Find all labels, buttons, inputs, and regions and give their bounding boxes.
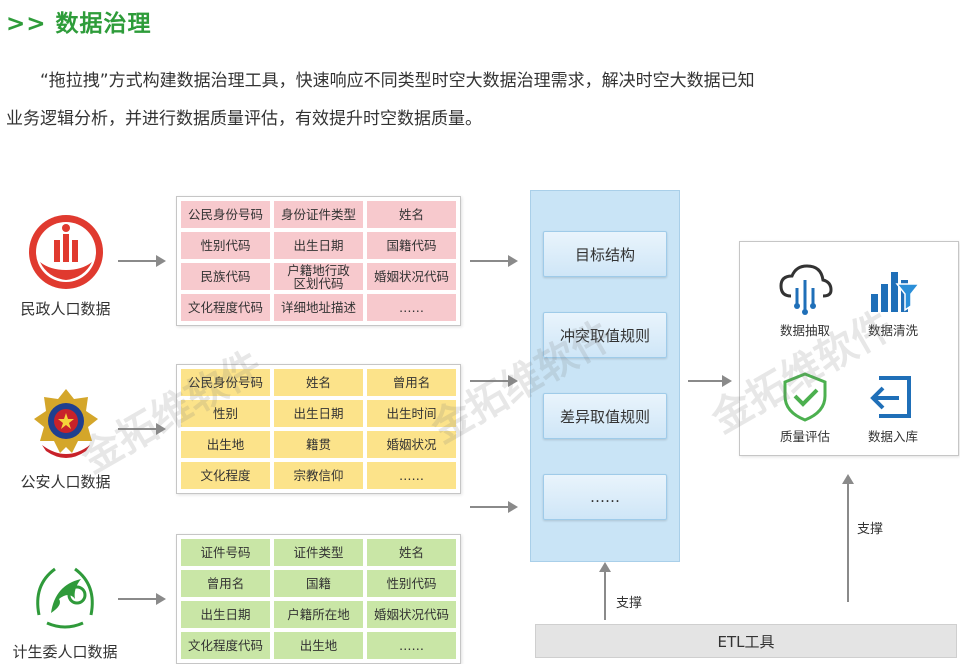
field-cell: 性别代码 <box>181 232 270 259</box>
rule-more: …… <box>543 474 667 520</box>
field-cell: 婚姻状况代码 <box>367 263 456 290</box>
field-cell: 性别 <box>181 400 270 427</box>
arrow-right <box>470 501 518 513</box>
field-cell: 姓名 <box>367 539 456 566</box>
field-cell: 国籍代码 <box>367 232 456 259</box>
field-cell: 性别代码 <box>367 570 456 597</box>
arrow-up <box>842 474 854 602</box>
field-cell: 婚姻状况代码 <box>367 601 456 628</box>
import-arrow-icon <box>870 376 911 418</box>
field-cell: 户籍地行政区划代码 <box>274 263 363 290</box>
field-cell: 婚姻状况 <box>367 431 456 458</box>
shield-check-icon <box>783 372 827 422</box>
rule-difference-value: 差异取值规则 <box>543 393 667 439</box>
field-cell: 证件类型 <box>274 539 363 566</box>
arrow-right <box>118 255 166 267</box>
field-cell: 曾用名 <box>367 369 456 396</box>
field-cell: 户籍所在地 <box>274 601 363 628</box>
intro-line-1: “拖拉拽”方式构建数据治理工具，快速响应不同类型时空大数据治理需求，解决时空大数… <box>40 71 755 91</box>
field-cell: …… <box>367 294 456 321</box>
rule-conflict-value: 冲突取值规则 <box>543 312 667 358</box>
support-label-center: 支撑 <box>616 596 643 611</box>
field-cell: 出生日期 <box>181 601 270 628</box>
field-grid-police: 公民身份号码 姓名 曾用名 性别 出生日期 出生时间 出生地 籍贯 婚姻状况 文… <box>176 364 461 494</box>
field-cell: …… <box>367 632 456 659</box>
intro-paragraph: “拖拉拽”方式构建数据治理工具，快速响应不同类型时空大数据治理需求，解决时空大数… <box>6 62 951 138</box>
field-cell: 公民身份号码 <box>181 201 270 228</box>
field-cell: 详细地址描述 <box>274 294 363 321</box>
arrow-right <box>470 255 518 267</box>
field-cell: 民族代码 <box>181 263 270 290</box>
field-cell: 出生日期 <box>274 232 363 259</box>
support-label-tools: 支撑 <box>857 522 884 537</box>
field-cell: 姓名 <box>367 201 456 228</box>
tool-extract: 数据抽取 <box>760 264 850 339</box>
source-name: 公安人口数据 <box>20 473 111 491</box>
field-cell: 曾用名 <box>181 570 270 597</box>
rule-target-structure: 目标结构 <box>543 231 667 277</box>
source-name: 计生委人口数据 <box>12 643 118 661</box>
arrow-right <box>688 375 732 387</box>
tool-label: 数据入库 <box>867 429 918 444</box>
field-cell: 宗教信仰 <box>274 462 363 489</box>
field-cell: 姓名 <box>274 369 363 396</box>
field-cell: 籍贯 <box>274 431 363 458</box>
tool-clean: 数据清洗 <box>848 264 938 339</box>
source-family-planning: 计生委人口数据 <box>0 555 130 662</box>
source-name: 民政人口数据 <box>20 300 111 318</box>
field-cell: 身份证件类型 <box>274 201 363 228</box>
page-title: >> 数据治理 <box>6 11 152 37</box>
field-cell: 文化程度代码 <box>181 294 270 321</box>
tool-label: 数据抽取 <box>779 323 830 338</box>
bar-filter-icon <box>871 272 921 312</box>
cloud-extract-icon <box>779 264 833 315</box>
etl-tool-bar: ETL工具 <box>535 624 957 658</box>
field-cell: 文化程度 <box>181 462 270 489</box>
tool-label: 质量评估 <box>779 429 830 444</box>
arrow-right <box>118 423 166 435</box>
field-cell: 文化程度代码 <box>181 632 270 659</box>
field-cell: 出生时间 <box>367 400 456 427</box>
tool-label: 数据清洗 <box>867 323 918 338</box>
police-emblem-icon <box>26 385 106 465</box>
field-cell: 国籍 <box>274 570 363 597</box>
source-civil-affairs: 民政人口数据 <box>8 212 123 319</box>
tools-panel: 数据抽取 数据清洗 质量评估 数据入库 <box>739 241 959 456</box>
civil-affairs-emblem-icon <box>26 212 106 292</box>
source-police: 公安人口数据 <box>8 385 123 492</box>
arrow-right <box>118 593 166 605</box>
tool-quality: 质量评估 <box>760 370 850 445</box>
tool-import: 数据入库 <box>848 370 938 445</box>
field-cell: 出生日期 <box>274 400 363 427</box>
arrow-up <box>599 562 611 620</box>
family-planning-logo-icon <box>25 555 105 635</box>
arrow-right <box>470 375 518 387</box>
rules-panel: 目标结构 冲突取值规则 差异取值规则 …… <box>530 190 680 562</box>
intro-line-2: 业务逻辑分析，并进行数据质量评估，有效提升时空数据质量。 <box>6 109 482 129</box>
field-cell: 出生地 <box>181 431 270 458</box>
field-cell: 证件号码 <box>181 539 270 566</box>
field-cell: 出生地 <box>274 632 363 659</box>
field-cell: …… <box>367 462 456 489</box>
field-cell: 公民身份号码 <box>181 369 270 396</box>
field-grid-family-planning: 证件号码 证件类型 姓名 曾用名 国籍 性别代码 出生日期 户籍所在地 婚姻状况… <box>176 534 461 664</box>
field-grid-civil: 公民身份号码 身份证件类型 姓名 性别代码 出生日期 国籍代码 民族代码 户籍地… <box>176 196 461 326</box>
